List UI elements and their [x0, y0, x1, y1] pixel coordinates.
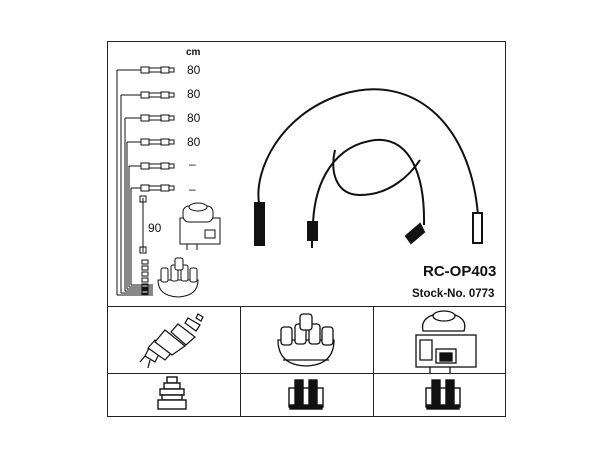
- length-label-6: –: [189, 182, 196, 196]
- length-label-4: 80: [187, 135, 201, 149]
- distributor-cap-icon: [277, 313, 335, 367]
- coil-boot-icon: [425, 379, 461, 410]
- distributor-cap-icon-small: [157, 257, 199, 298]
- stock-number: Stock-No. 0773: [412, 288, 495, 300]
- length-label-5: –: [189, 157, 196, 171]
- length-label-7: 90: [148, 221, 162, 235]
- wire-connector-icons: [139, 66, 175, 295]
- model-number: RC-OP403: [423, 263, 497, 280]
- spark-plug-icon: [139, 313, 204, 369]
- ignition-coil-icon: [415, 310, 477, 373]
- ignition-cable-drawing: [254, 88, 483, 248]
- divider-col-1: [240, 306, 241, 417]
- spark-plug-boot-icon: [157, 376, 187, 410]
- divider-lower: [107, 373, 506, 374]
- diagram-frame: [107, 41, 506, 417]
- unit-label: cm: [186, 47, 201, 58]
- length-label-2: 80: [187, 87, 201, 101]
- ignition-coil-icon-small: [179, 202, 221, 250]
- length-label-1: 80: [187, 63, 201, 77]
- wire-length-tree: [116, 69, 153, 296]
- divider-main: [107, 306, 506, 307]
- length-label-3: 80: [187, 111, 201, 125]
- divider-col-2: [373, 306, 374, 417]
- distributor-boot-icon: [288, 379, 324, 410]
